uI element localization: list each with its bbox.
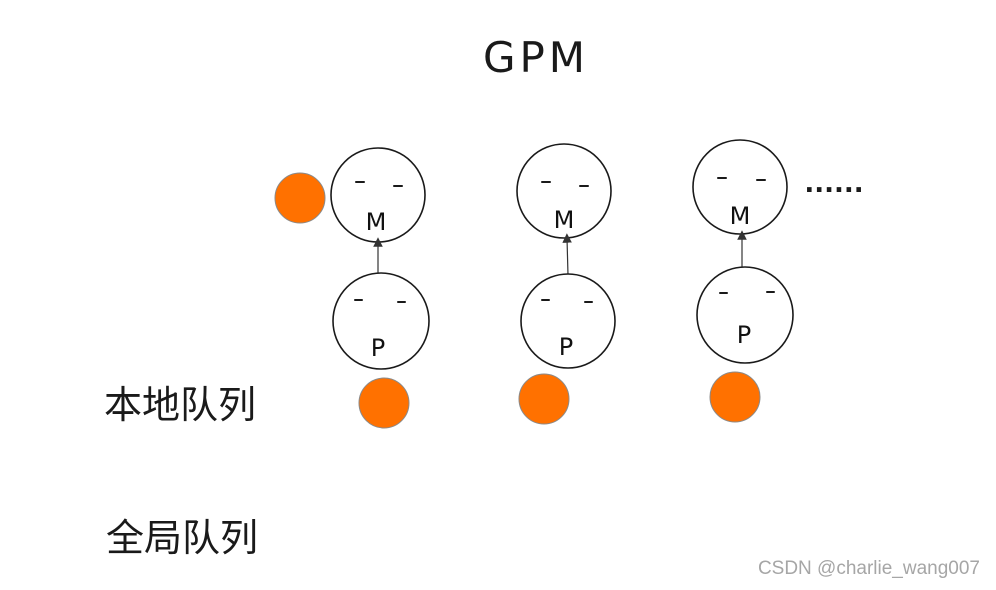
p-to-m-arrow xyxy=(562,233,572,276)
local-goroutine-1 xyxy=(358,377,410,429)
processor-label: P xyxy=(371,334,385,362)
diagram-title: GPM xyxy=(483,33,589,82)
machine-node-3: M xyxy=(692,139,788,235)
csdn-watermark: CSDN @charlie_wang007 xyxy=(757,558,980,579)
machine-label: M xyxy=(730,202,751,230)
running-goroutine-1 xyxy=(274,172,326,224)
local-goroutine-3 xyxy=(709,371,761,423)
gpm-column-1: M P xyxy=(330,147,430,429)
gpm-column-2: M P xyxy=(516,143,616,425)
machine-label: M xyxy=(366,208,387,236)
local-goroutine-2 xyxy=(518,373,570,425)
machine-node-1: M xyxy=(330,147,426,243)
processor-label: P xyxy=(559,333,573,361)
more-processors-ellipsis: ...... xyxy=(804,169,863,199)
local-queue-label: 本地队列 xyxy=(104,383,256,427)
processor-circle-2 xyxy=(520,273,616,369)
machine-label: M xyxy=(554,206,575,234)
processor-circle-1 xyxy=(332,272,430,370)
machine-node-2: M xyxy=(516,143,612,239)
gpm-column-3: M P xyxy=(692,139,794,423)
processor-node-3: P xyxy=(696,266,794,364)
processor-label: P xyxy=(737,321,751,349)
global-queue-label: 全局队列 xyxy=(106,516,258,560)
processor-node-2: P xyxy=(520,273,616,369)
processor-node-1: P xyxy=(332,272,430,370)
